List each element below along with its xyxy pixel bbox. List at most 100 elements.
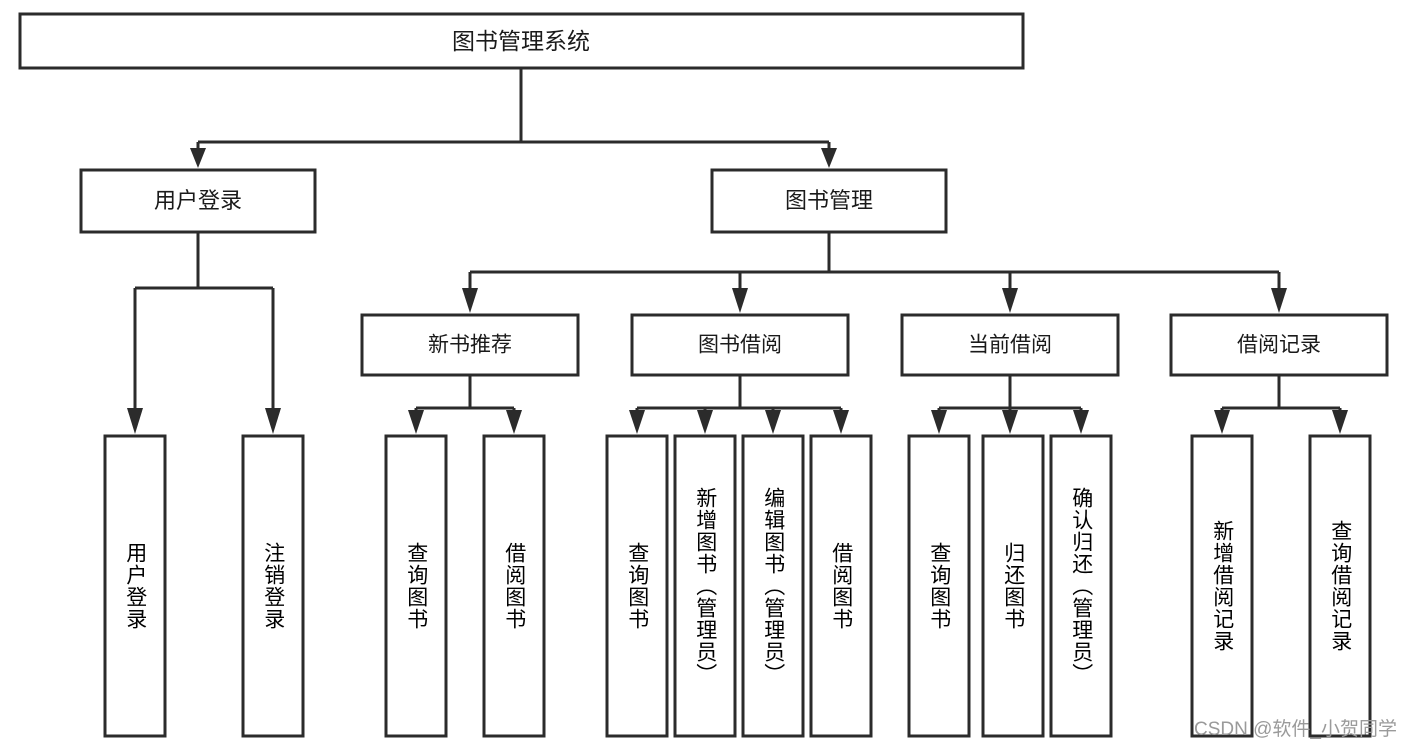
arrowhead-login-leaf-2 [265,408,281,434]
leaf-edit-book-admin-label: 编辑图书（管理员） [761,487,785,685]
leaf-query-borrow-record-label: 查询借阅记录 [1328,520,1352,652]
leaf-logout-text-area: 注销登录 [261,542,285,630]
node-book-management-label: 图书管理 [785,188,873,213]
leaf-edit-book-admin[interactable]: 编辑图书（管理员） [741,434,805,738]
node-borrow-records-box [1169,313,1389,377]
leaf-query-book-newbooks[interactable]: 查询图书 [384,434,448,738]
arrowhead-bookmgmt-child-1 [462,288,478,313]
leaf-confirm-return-admin-label: 确认归还（管理员） [1069,487,1093,685]
leaf-borrow-book-newbooks-label: 借阅图书 [502,542,526,630]
leaf-user-login[interactable]: 用户登录 [103,434,167,738]
leaf-query-book-current[interactable]: 查询图书 [907,434,971,738]
node-book-borrow[interactable]: 图书借阅 [630,313,850,377]
leaf-confirm-return-admin-text-area: 确认归还（管理员） [1069,487,1093,685]
leaf-user-login-text-area: 用户登录 [123,542,147,630]
arrowhead-borrow-leaf-4 [833,410,849,434]
leaf-add-borrow-record-box [1190,434,1254,738]
leaf-logout-box [241,434,305,738]
node-user-login-box [79,168,317,234]
node-current-borrow[interactable]: 当前借阅 [900,313,1120,377]
arrowhead-records-leaf-1 [1214,410,1230,434]
node-current-borrow-box [900,313,1120,377]
leaf-borrow-book-borrow-box [809,434,873,738]
leaf-edit-book-admin-text-area: 编辑图书（管理员） [761,487,785,685]
node-book-borrow-box [630,313,850,377]
leaf-add-borrow-record-text-area: 新增借阅记录 [1210,520,1234,652]
node-book-management[interactable]: 图书管理 [710,168,948,234]
connector-group-bookmgmt [462,232,1287,313]
arrowhead-root-to-login [190,148,206,168]
arrowhead-newbooks-leaf-2 [506,410,522,434]
leaf-query-book-current-box [907,434,971,738]
leaf-query-book-newbooks-box [384,434,448,738]
leaf-query-borrow-record-text-area: 查询借阅记录 [1328,520,1352,652]
arrowhead-borrow-leaf-2 [697,410,713,434]
arrowhead-current-leaf-2 [1002,410,1018,434]
connector-group-current [931,375,1089,434]
node-root-label: 图书管理系统 [452,28,590,54]
node-user-login[interactable]: 用户登录 [79,168,317,234]
node-root-system[interactable]: 图书管理系统 [18,12,1025,70]
leaf-query-book-borrow-text-area: 查询图书 [625,542,649,630]
connector-group-records [1214,375,1348,434]
leaf-add-book-admin-box [673,434,737,738]
node-new-book-recommend-label: 新书推荐 [428,334,512,357]
arrowhead-bookmgmt-child-2 [732,288,748,313]
leaf-return-book-box [981,434,1045,738]
node-current-borrow-label: 当前借阅 [968,334,1052,357]
node-borrow-records-label: 借阅记录 [1237,334,1321,357]
node-user-login-label: 用户登录 [154,188,242,213]
leaf-user-login-box [103,434,167,738]
node-new-book-recommend-box [360,313,580,377]
leaf-return-book-label: 归还图书 [1001,542,1025,630]
leaf-user-login-label: 用户登录 [123,542,147,630]
leaf-borrow-book-newbooks-text-area: 借阅图书 [502,542,526,630]
leaf-query-book-borrow[interactable]: 查询图书 [605,434,669,738]
arrowhead-records-leaf-2 [1332,410,1348,434]
leaf-confirm-return-admin-box [1049,434,1113,738]
leaf-query-book-current-label: 查询图书 [927,542,951,630]
leaf-query-book-borrow-label: 查询图书 [625,542,649,630]
arrowhead-borrow-leaf-1 [629,410,645,434]
node-new-book-recommend[interactable]: 新书推荐 [360,313,580,377]
leaf-confirm-return-admin[interactable]: 确认归还（管理员） [1049,434,1113,738]
node-borrow-records[interactable]: 借阅记录 [1169,313,1389,377]
leaf-add-book-admin[interactable]: 新增图书（管理员） [673,434,737,738]
connector-group-newbooks [408,375,522,434]
leaf-return-book-text-area: 归还图书 [1001,542,1025,630]
node-book-management-box [710,168,948,234]
leaf-add-book-admin-text-area: 新增图书（管理员） [693,487,717,685]
leaf-query-book-borrow-box [605,434,669,738]
leaf-node-group: 用户登录 注销登录 查询图书 借阅图书 [103,434,1372,738]
leaf-borrow-book-borrow-label: 借阅图书 [829,542,853,630]
leaf-borrow-book-newbooks[interactable]: 借阅图书 [482,434,546,738]
leaf-borrow-book-borrow-text-area: 借阅图书 [829,542,853,630]
leaf-add-borrow-record-label: 新增借阅记录 [1210,520,1234,652]
connector-group-login [127,232,281,434]
leaf-query-book-newbooks-text-area: 查询图书 [404,542,428,630]
leaf-edit-book-admin-box [741,434,805,738]
leaf-add-borrow-record[interactable]: 新增借阅记录 [1190,434,1254,738]
leaf-query-borrow-record[interactable]: 查询借阅记录 [1308,434,1372,738]
leaf-borrow-book-newbooks-box [482,434,546,738]
arrowhead-current-leaf-3 [1073,410,1089,434]
leaf-return-book[interactable]: 归还图书 [981,434,1045,738]
node-root-box [18,12,1025,70]
leaf-query-book-current-text-area: 查询图书 [927,542,951,630]
leaf-query-borrow-record-box [1308,434,1372,738]
node-book-borrow-label: 图书借阅 [698,334,782,357]
leaf-logout-label: 注销登录 [261,542,285,630]
arrowhead-bookmgmt-child-4 [1271,288,1287,313]
connector-group-borrow [629,375,849,434]
leaf-logout[interactable]: 注销登录 [241,434,305,738]
arrowhead-newbooks-leaf-1 [408,410,424,434]
arrowhead-root-to-bookmgmt [821,148,837,168]
connector-group-root [190,68,837,168]
arrowhead-bookmgmt-child-3 [1002,288,1018,313]
arrowhead-borrow-leaf-3 [765,410,781,434]
leaf-borrow-book-borrow[interactable]: 借阅图书 [809,434,873,738]
leaf-add-book-admin-label: 新增图书（管理员） [693,487,717,685]
arrowhead-current-leaf-1 [931,410,947,434]
leaf-query-book-newbooks-label: 查询图书 [404,542,428,630]
